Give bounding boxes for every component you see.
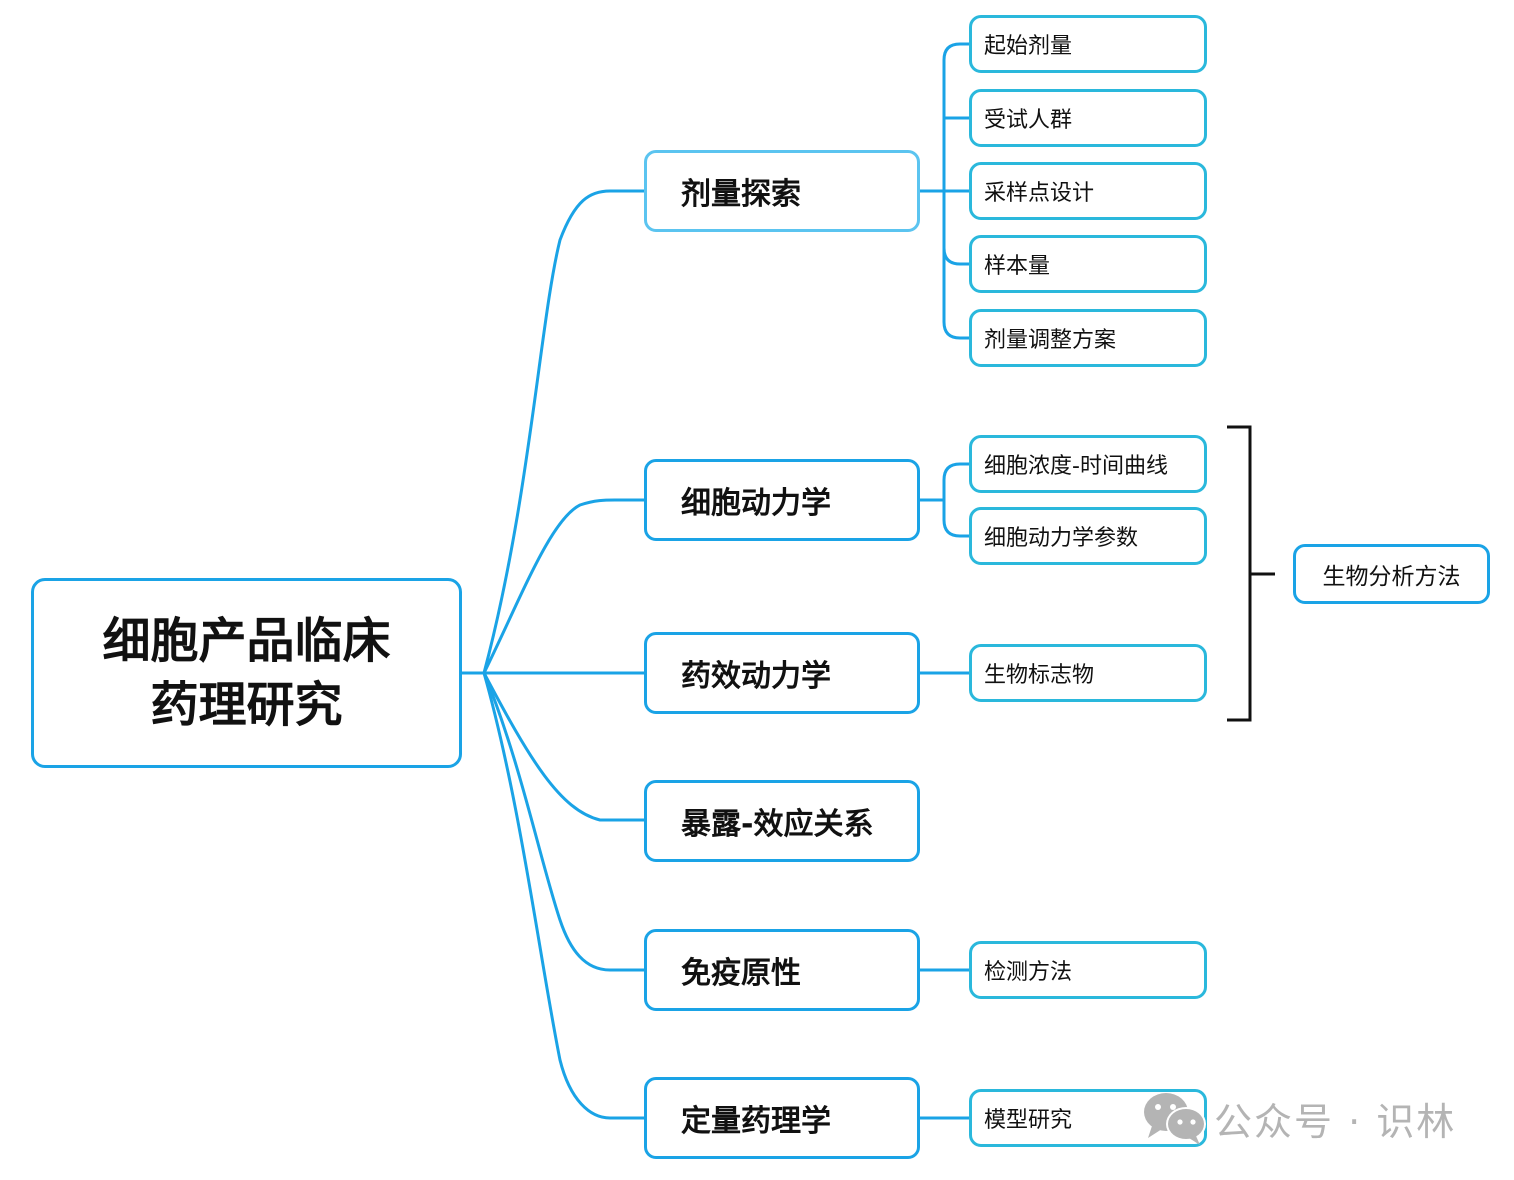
wechat-icon [1144,1093,1206,1145]
summary-bioanalytical-methods[interactable]: 生物分析方法 [1293,544,1490,604]
branch-cell-kinetics[interactable]: 细胞动力学 [644,459,920,541]
branch-immunogenicity[interactable]: 免疫原性 [644,929,920,1011]
leaf-sample-size[interactable]: 样本量 [969,235,1207,293]
watermark-text: 公众号 · 识林 [1214,1099,1457,1144]
leaf-dose-adjustment[interactable]: 剂量调整方案 [969,309,1207,367]
connector-root-branch-5 [482,672,644,972]
watermark: 公众号 · 识林 [1140,1090,1456,1146]
root-node[interactable]: 细胞产品临床 药理研究 [31,578,462,768]
connector-root-branch-1 [462,189,644,675]
leaf-starting-dose[interactable]: 起始剂量 [969,15,1207,73]
leaf-kinetic-parameters[interactable]: 细胞动力学参数 [969,507,1207,565]
leaf-biomarkers[interactable]: 生物标志物 [969,644,1207,702]
branch-pharmacodynamics[interactable]: 药效动力学 [644,632,920,714]
summary-bracket [1227,425,1275,722]
connector-b1-c4 [942,247,969,266]
branch-quantitative-pharmacology[interactable]: 定量药理学 [644,1077,920,1159]
branch-dose-exploration[interactable]: 剂量探索 [644,150,920,232]
leaf-concentration-time-curve[interactable]: 细胞浓度-时间曲线 [969,435,1207,493]
root-title-line2: 药理研究 [150,677,343,733]
branch-exposure-response[interactable]: 暴露-效应关系 [644,780,920,862]
connector-root-branch-6 [482,672,644,1120]
leaf-study-population[interactable]: 受试人群 [969,89,1207,147]
root-title-line1: 细胞产品临床 [102,613,391,669]
connector-root-branch-4 [482,672,644,822]
connector-root-branch-2 [482,498,644,674]
connector-b2 [920,462,969,538]
leaf-sampling-design[interactable]: 采样点设计 [969,162,1207,220]
leaf-detection-methods[interactable]: 检测方法 [969,941,1207,999]
